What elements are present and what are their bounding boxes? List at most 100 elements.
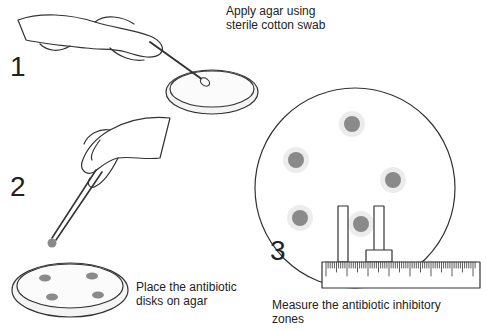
scale-tick	[397, 262, 398, 268]
scale-tick	[426, 262, 427, 268]
antibiotic-disk	[353, 216, 369, 232]
scale-tick	[378, 262, 379, 272]
scale-tick	[342, 262, 343, 268]
scale-tick	[380, 262, 381, 268]
scale-tick	[334, 262, 335, 268]
inhibitory-zone	[339, 111, 365, 137]
scale-tick	[389, 262, 390, 276]
step-caption: Apply agar using sterile cotton swab	[226, 4, 348, 32]
antibiotic-disk	[86, 273, 98, 280]
inhibitory-zone	[348, 211, 374, 237]
scale-tick	[391, 262, 392, 268]
scale-tick	[416, 262, 417, 268]
scale-tick	[464, 262, 465, 268]
scale-tick	[330, 262, 331, 268]
scale-tick	[357, 262, 358, 272]
hand-detail	[84, 130, 118, 188]
step-number: 3	[270, 236, 286, 266]
hand-detail	[40, 17, 144, 60]
step-number: 2	[10, 172, 26, 202]
petri-dish	[12, 263, 128, 317]
scale-tick	[361, 262, 362, 268]
scale-tick	[376, 262, 377, 268]
scale-tick	[359, 262, 360, 268]
agar-surface	[17, 264, 123, 308]
scale-tick	[355, 262, 356, 268]
antibiotic-disk	[385, 172, 401, 188]
scale-tick	[475, 262, 476, 268]
scale-tick	[452, 262, 453, 276]
scale-tick	[399, 262, 400, 272]
scale-tick	[372, 262, 373, 268]
scale-tick	[340, 262, 341, 268]
inhibitory-zone	[283, 147, 309, 173]
forceps	[52, 170, 102, 240]
scale-tick	[443, 262, 444, 268]
scale-tick	[344, 262, 345, 268]
swab-stick	[150, 42, 203, 80]
scale-tick	[424, 262, 425, 268]
scale-tick	[401, 262, 402, 268]
antibiotic-disk	[292, 210, 308, 226]
swab-tip	[199, 76, 211, 87]
caliper-scale	[322, 262, 480, 288]
scale-tick	[433, 262, 434, 268]
antibiotic-disk	[288, 152, 304, 168]
scale-tick	[412, 262, 413, 268]
scale-tick	[336, 262, 337, 272]
step-caption: Measure the antibiotic inhibitory zones	[272, 298, 448, 326]
agar-plate	[255, 88, 455, 288]
scale-tick	[435, 262, 436, 268]
scale-ticks	[326, 262, 475, 276]
scale-tick	[368, 262, 369, 276]
scale-tick	[384, 262, 385, 268]
scale-tick	[422, 262, 423, 268]
scale-tick	[458, 262, 459, 268]
antibiotic-disk	[39, 275, 51, 282]
scale-tick	[386, 262, 387, 268]
scale-tick	[437, 262, 438, 268]
scale-tick	[418, 262, 419, 268]
agar-surface	[170, 71, 254, 107]
scale-tick	[405, 262, 406, 268]
scale-tick	[410, 262, 411, 276]
scale-tick	[403, 262, 404, 268]
hand	[82, 118, 170, 174]
petri-dish	[166, 70, 258, 114]
scale-tick	[370, 262, 371, 268]
scale-tick	[365, 262, 366, 268]
scale-tick	[363, 262, 364, 268]
scale-tick	[326, 262, 327, 276]
scale-tick	[393, 262, 394, 268]
scale-tick	[374, 262, 375, 268]
scale-tick	[332, 262, 333, 268]
scale-tick	[420, 262, 421, 272]
antibiotic-disk	[48, 239, 57, 248]
scale-tick	[349, 262, 350, 268]
scale-tick	[439, 262, 440, 268]
scale-tick	[460, 262, 461, 268]
scale-tick	[353, 262, 354, 268]
step-number: 1	[10, 52, 26, 82]
inhibitory-zone	[380, 167, 406, 193]
scale-tick	[454, 262, 455, 268]
scale-tick	[473, 262, 474, 276]
scale-tick	[328, 262, 329, 268]
scale-tick	[456, 262, 457, 268]
antibiotic-disk	[344, 116, 360, 132]
scale-tick	[395, 262, 396, 268]
scale-tick	[347, 262, 348, 276]
scale-tick	[447, 262, 448, 268]
hand	[18, 15, 162, 57]
antibiotic-disk	[46, 294, 58, 301]
scale-tick	[449, 262, 450, 268]
scale-tick	[431, 262, 432, 276]
scale-tick	[441, 262, 442, 272]
caliper-slider	[366, 250, 392, 262]
inhibitory-zone	[287, 205, 313, 231]
scale-tick	[470, 262, 471, 268]
scale-tick	[414, 262, 415, 268]
scale-tick	[407, 262, 408, 268]
